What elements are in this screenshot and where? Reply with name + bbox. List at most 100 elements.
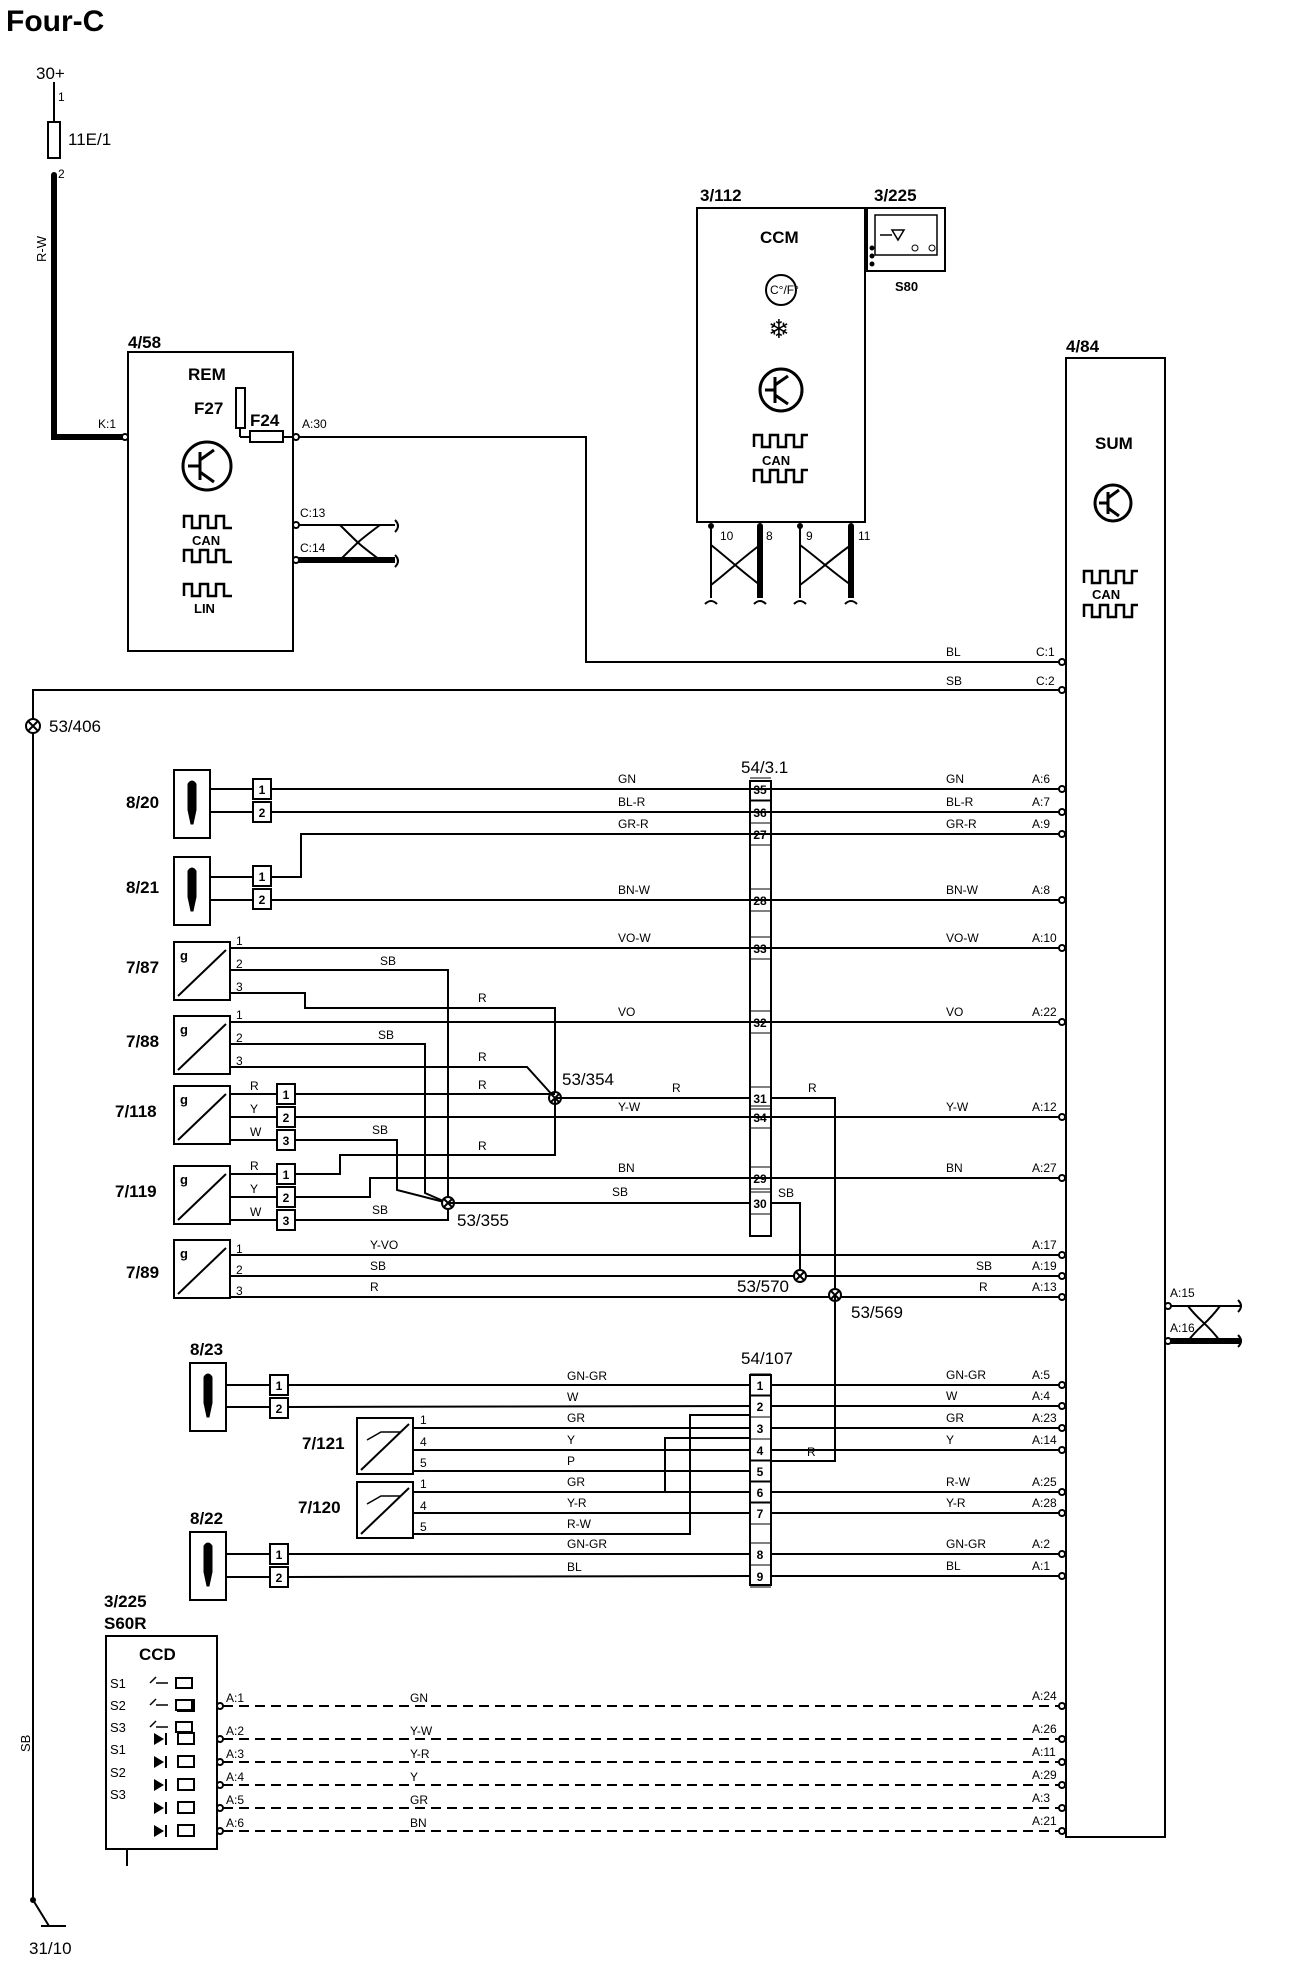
s80-switch-module bbox=[866, 207, 946, 272]
wire-label: BL-R bbox=[946, 795, 974, 809]
wheel-sensor-8-23-icon bbox=[203, 1373, 213, 1418]
sum-can-twisted-pair bbox=[1164, 1299, 1242, 1348]
wire-label: R bbox=[478, 1050, 487, 1064]
wheel-sensor-8-22-icon bbox=[203, 1542, 213, 1587]
connector2-pin-7: 7 bbox=[757, 1507, 764, 1521]
wire-label: BN-W bbox=[946, 883, 979, 897]
connector1-pin-32: 32 bbox=[753, 1016, 767, 1030]
ccd-module bbox=[105, 1635, 218, 1850]
sum-pin-label: A:11 bbox=[1032, 1745, 1056, 1759]
ccd-resistor bbox=[177, 1824, 195, 1837]
yaw-sensor-7-118-g-label: g bbox=[180, 1092, 188, 1107]
wire-label: R bbox=[370, 1280, 379, 1294]
wire-label: 2 bbox=[236, 957, 243, 971]
rem-c13-label: C:13 bbox=[300, 506, 326, 520]
rem-lin-label: LIN bbox=[194, 601, 215, 616]
wire-label: GR-R bbox=[946, 817, 977, 831]
wire-label: Y bbox=[946, 1433, 954, 1447]
ccd-diode-icon bbox=[154, 1756, 164, 1768]
sum-pin-label: A:22 bbox=[1032, 1005, 1057, 1019]
wire-label: W bbox=[250, 1205, 262, 1219]
ccd-pin-label: A:3 bbox=[226, 1747, 244, 1761]
connector2-pin-1: 1 bbox=[757, 1379, 764, 1393]
ccd-pin-A:5 bbox=[216, 1804, 224, 1812]
fuse-f27 bbox=[235, 387, 246, 429]
wire-label: Y-W bbox=[410, 1724, 433, 1738]
ccd-pin-label: A:1 bbox=[226, 1691, 244, 1705]
fuse-f27-label: F27 bbox=[194, 399, 223, 418]
sum-pin-A:10 bbox=[1058, 944, 1066, 952]
ground-sb-label: SB bbox=[18, 1735, 33, 1752]
plug-pin-1: 1 bbox=[259, 783, 266, 797]
sum-c1-pin bbox=[1058, 658, 1066, 666]
wire-label: 3 bbox=[236, 980, 243, 994]
sum-pin-A:12 bbox=[1058, 1113, 1066, 1121]
sum-pin-label: A:19 bbox=[1032, 1259, 1057, 1273]
wire-label: GR bbox=[567, 1475, 585, 1489]
sum-pin-label: A:13 bbox=[1032, 1280, 1057, 1294]
component-8-23-label: 8/23 bbox=[190, 1340, 223, 1359]
yaw-sensor-7-119-g-label: g bbox=[180, 1172, 188, 1187]
sum-pin-label: A:14 bbox=[1032, 1433, 1057, 1447]
ccm-pin-11: 11 bbox=[858, 529, 871, 543]
sum-pin-A:13 bbox=[1058, 1293, 1066, 1301]
sum-c2-label: C:2 bbox=[1036, 674, 1055, 688]
sum-pin-label: A:9 bbox=[1032, 817, 1050, 831]
sum-name: SUM bbox=[1095, 434, 1133, 453]
sum-pin-label: A:5 bbox=[1032, 1368, 1050, 1382]
wire-label: Y bbox=[567, 1433, 575, 1447]
wire-label: SB bbox=[370, 1259, 386, 1273]
wire-label: Y-R bbox=[567, 1496, 587, 1510]
connector2-pin-2: 2 bbox=[757, 1400, 764, 1414]
accelerometer-7-87-diag bbox=[177, 949, 227, 997]
component-8-22-label: 8/22 bbox=[190, 1509, 223, 1528]
wire-label: 1 bbox=[420, 1477, 427, 1491]
ccd-resistor bbox=[177, 1755, 195, 1768]
sum-pin-A:19 bbox=[1058, 1272, 1066, 1280]
ccd-switch-resistor bbox=[175, 1721, 193, 1733]
splice-354-label: 53/354 bbox=[562, 1070, 614, 1089]
sum-pin-label: A:23 bbox=[1032, 1411, 1057, 1425]
ccm-temperature-icon: C°/F° bbox=[765, 274, 799, 306]
ccd-pin-A:6 bbox=[216, 1827, 224, 1835]
wire-label: Y bbox=[250, 1182, 258, 1196]
wire-label: SB bbox=[612, 1185, 628, 1199]
ccd-switch-label: S3 bbox=[110, 1787, 126, 1802]
plug-pin-2: 2 bbox=[259, 806, 266, 820]
ccd-diode-icon bbox=[154, 1733, 164, 1745]
fuse-pin2: 2 bbox=[58, 167, 65, 181]
sum-pin-label: A:21 bbox=[1032, 1814, 1057, 1828]
ccd-resistor bbox=[177, 1778, 195, 1791]
wire-label: SB bbox=[378, 1028, 394, 1042]
sum-pin-label: A:27 bbox=[1032, 1161, 1057, 1175]
wire-label: 1 bbox=[236, 934, 243, 948]
sum-pin-A:21 bbox=[1058, 1827, 1066, 1835]
sum-pin-label: A:1 bbox=[1032, 1559, 1050, 1573]
ccd-switch-label: S1 bbox=[110, 1742, 126, 1757]
wire-7-119-1-r bbox=[295, 1154, 448, 1175]
rem-c14-pin bbox=[292, 556, 300, 564]
ccd-pin-label: A:4 bbox=[226, 1770, 244, 1784]
ccm-name: CCM bbox=[760, 228, 799, 247]
wire-crossover bbox=[664, 1437, 750, 1492]
wire-c1-30-sb bbox=[771, 1202, 801, 1276]
wire-label: R bbox=[250, 1079, 259, 1093]
yaw-sensor-7-119-diag bbox=[177, 1173, 227, 1221]
wire-bl-label: BL bbox=[946, 645, 961, 659]
s80-switch-icon bbox=[869, 214, 938, 267]
ccd-pin-label: A:6 bbox=[226, 1816, 244, 1830]
wire-label: 4 bbox=[420, 1499, 427, 1513]
ccd-switch-label: S2 bbox=[110, 1698, 126, 1713]
sum-pin-A:4 bbox=[1058, 1402, 1066, 1410]
rem-module bbox=[127, 351, 294, 652]
level-sensor-7-121-arm bbox=[366, 1431, 401, 1441]
wire-label: R bbox=[478, 1078, 487, 1092]
wire-label: W bbox=[567, 1390, 579, 1404]
accelerometer-7-87-g-label: g bbox=[180, 948, 188, 963]
wheel-sensor-8-20-icon bbox=[187, 780, 197, 825]
rem-c13-pin bbox=[292, 521, 300, 529]
wire-label: GR bbox=[946, 1411, 964, 1425]
ccm-can-label: CAN bbox=[762, 453, 790, 468]
component-7-88-label: 7/88 bbox=[126, 1032, 159, 1051]
